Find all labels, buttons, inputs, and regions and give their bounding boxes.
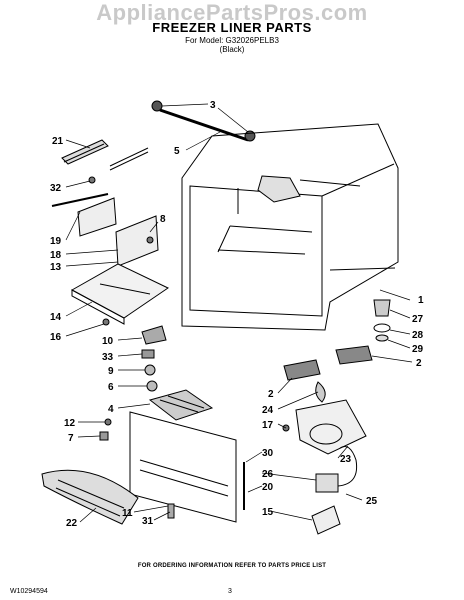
callout-32: 32 [50, 183, 62, 194]
callout-2a: 2 [416, 358, 422, 369]
callout-4: 4 [108, 404, 114, 415]
callout-12: 12 [64, 418, 76, 429]
color-line: (Black) [219, 45, 245, 54]
callout-27: 27 [412, 314, 424, 325]
callout-10: 10 [102, 336, 114, 347]
slide-rail-part [61, 139, 149, 184]
callout-30: 30 [262, 448, 274, 459]
callout-15: 15 [262, 507, 274, 518]
page-title: FREEZER LINER PARTS [152, 20, 312, 35]
document-number: W10294594 [10, 588, 48, 595]
callout-1: 1 [418, 295, 424, 306]
callout-11: 11 [122, 508, 133, 519]
motor-part [311, 446, 358, 535]
callout-3: 3 [210, 100, 216, 111]
callout-9: 9 [108, 366, 114, 377]
grille-part [148, 389, 214, 421]
liner-frame-part [181, 123, 399, 331]
rail-bracket-part [51, 193, 159, 267]
callout-5: 5 [174, 146, 180, 157]
callout-7: 7 [68, 433, 74, 444]
model-line: For Model: G32026PELB3 [185, 36, 279, 45]
callout-26: 26 [262, 469, 274, 480]
fan-housing-part [282, 381, 367, 455]
watermark: AppliancePartsPros.com [96, 0, 368, 25]
callout-17: 17 [262, 420, 274, 431]
callout-20: 20 [262, 482, 274, 493]
damper-parts [141, 325, 167, 392]
duct-parts [283, 345, 373, 381]
callout-6: 6 [108, 382, 114, 393]
cap-parts [373, 299, 391, 342]
page-number: 3 [228, 588, 232, 595]
callout-13: 13 [50, 262, 62, 273]
callout-24: 24 [262, 405, 274, 416]
rod-part [151, 100, 256, 142]
callout-23: 23 [340, 454, 352, 465]
callout-25: 25 [366, 496, 378, 507]
callout-16: 16 [50, 332, 62, 343]
leader-lines [65, 103, 413, 523]
callout-33: 33 [102, 352, 114, 363]
clip-parts [167, 462, 245, 519]
callout-18: 18 [50, 250, 62, 261]
callout-labels: 3 5 21 32 19 8 18 13 1 27 14 28 16 29 10… [50, 100, 424, 529]
callout-22: 22 [66, 518, 78, 529]
callout-28: 28 [412, 330, 424, 341]
tray-part [70, 263, 169, 326]
callout-14: 14 [50, 312, 62, 323]
callout-21: 21 [52, 136, 64, 147]
vent-grille-part [41, 469, 139, 525]
callout-29: 29 [412, 344, 424, 355]
callout-19: 19 [50, 236, 62, 247]
cover-panel-part [99, 411, 237, 523]
callout-31: 31 [142, 516, 154, 527]
callout-2b: 2 [268, 389, 274, 400]
ordering-note: FOR ORDERING INFORMATION REFER TO PARTS … [137, 563, 327, 569]
callout-8: 8 [160, 214, 166, 225]
